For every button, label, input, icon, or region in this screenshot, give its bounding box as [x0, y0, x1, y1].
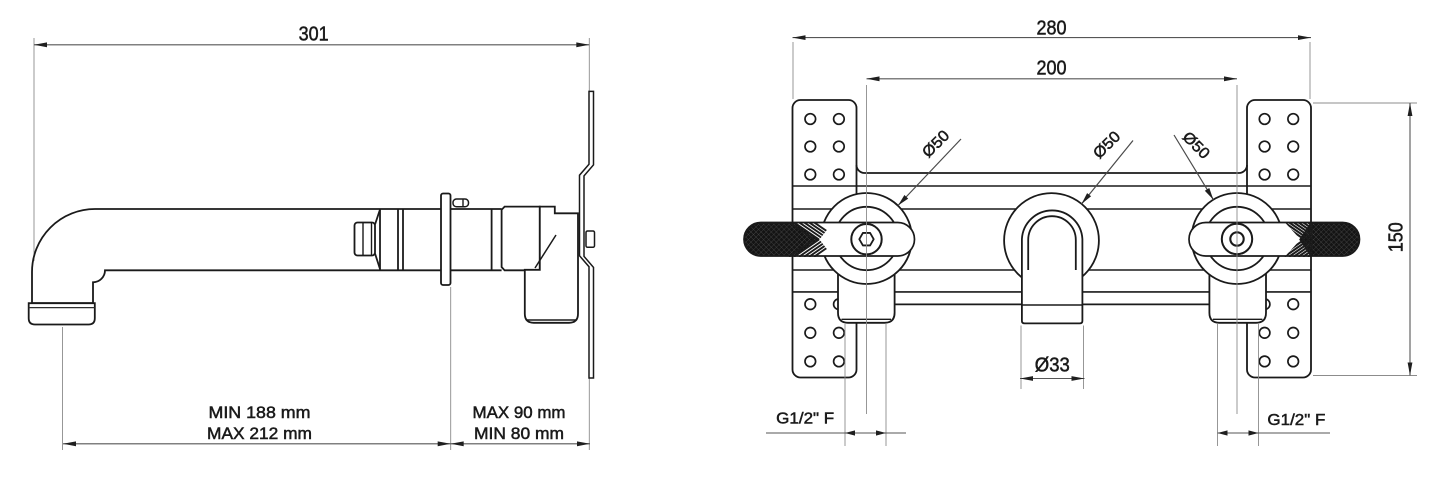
svg-text:200: 200	[1037, 56, 1067, 79]
svg-text:G1/2" F: G1/2" F	[1267, 412, 1325, 429]
svg-text:G1/2" F: G1/2" F	[776, 411, 834, 428]
svg-text:280: 280	[1037, 16, 1067, 39]
svg-text:150: 150	[1385, 222, 1408, 252]
svg-text:Ø33: Ø33	[1035, 355, 1070, 377]
svg-text:MIN 80 mm: MIN 80 mm	[474, 425, 564, 443]
svg-text:MAX 90 mm: MAX 90 mm	[473, 404, 566, 422]
svg-text:301: 301	[299, 22, 329, 45]
svg-text:MAX 212 mm: MAX 212 mm	[207, 425, 312, 443]
svg-text:MIN 188 mm: MIN 188 mm	[209, 404, 311, 422]
